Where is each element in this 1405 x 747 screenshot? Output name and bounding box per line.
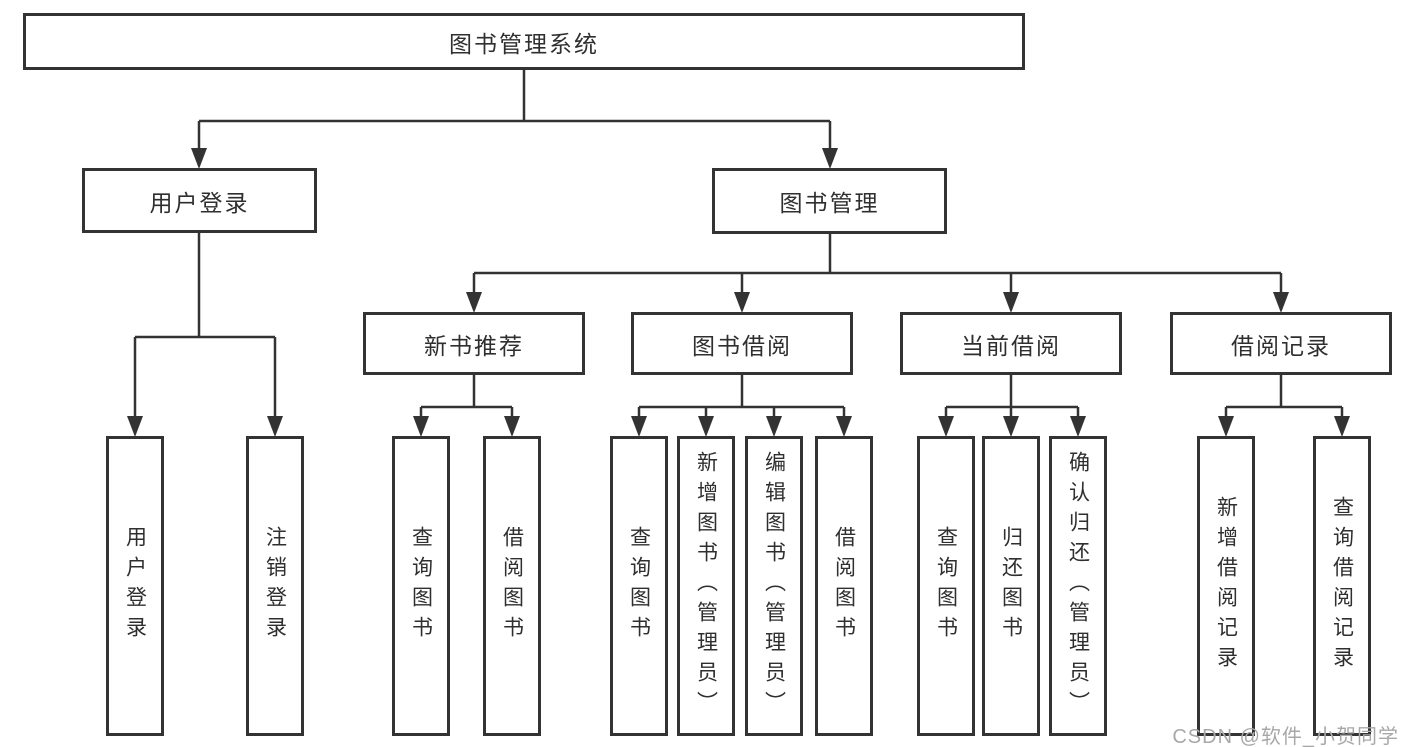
leaf-logout-label: 注销登录 bbox=[263, 526, 287, 646]
node-book-management-label: 图书管理 bbox=[779, 190, 880, 216]
leaf-current-confirm-return-admin-label: 确认归还（管理员） bbox=[1066, 451, 1090, 721]
leaf-borrow-add-book-admin: 新增图书（管理员） bbox=[677, 436, 735, 736]
leaf-record-add-borrow-record: 新增借阅记录 bbox=[1197, 436, 1255, 736]
leaf-current-confirm-return-admin: 确认归还（管理员） bbox=[1049, 436, 1107, 736]
leaf-borrow-edit-book-admin-label: 编辑图书（管理员） bbox=[762, 451, 786, 721]
leaf-newbook-borrow-book: 借阅图书 bbox=[483, 436, 541, 736]
connector-borrow-record-branch bbox=[1224, 375, 1344, 419]
leaf-record-query-borrow-record-label: 查询借阅记录 bbox=[1330, 496, 1354, 676]
leaf-record-query-borrow-record: 查询借阅记录 bbox=[1313, 436, 1371, 736]
node-user-login: 用户登录 bbox=[82, 168, 317, 233]
csdn-watermark: CSDN @软件_小贺同学 bbox=[1172, 726, 1399, 747]
leaf-current-query-book: 查询图书 bbox=[917, 436, 975, 736]
leaf-borrow-edit-book-admin: 编辑图书（管理员） bbox=[745, 436, 803, 736]
node-current-borrow-label: 当前借阅 bbox=[961, 332, 1061, 359]
leaf-user-login: 用户登录 bbox=[106, 436, 164, 736]
node-root: 图书管理系统 bbox=[23, 13, 1025, 70]
leaf-borrow-borrow-book: 借阅图书 bbox=[815, 436, 873, 736]
leaf-borrow-add-book-admin-label: 新增图书（管理员） bbox=[694, 451, 718, 721]
connector-book-mgmt-branch bbox=[472, 234, 1283, 295]
leaf-user-login-label: 用户登录 bbox=[123, 526, 147, 646]
node-book-borrow-label: 图书借阅 bbox=[692, 332, 792, 359]
leaf-newbook-borrow-book-label: 借阅图书 bbox=[500, 526, 524, 646]
leaf-logout: 注销登录 bbox=[246, 436, 304, 736]
node-borrow-record-label: 借阅记录 bbox=[1231, 332, 1331, 359]
connector-root-branch bbox=[197, 70, 832, 151]
connector-book-borrow-branch bbox=[637, 375, 846, 419]
node-borrow-record: 借阅记录 bbox=[1170, 312, 1392, 375]
leaf-current-return-book: 归还图书 bbox=[982, 436, 1040, 736]
connector-new-book-branch bbox=[419, 375, 514, 419]
connector-current-borrow-branch bbox=[944, 375, 1080, 419]
node-root-label: 图书管理系统 bbox=[449, 30, 599, 57]
leaf-borrow-query-book: 查询图书 bbox=[610, 436, 668, 736]
leaf-borrow-borrow-book-label: 借阅图书 bbox=[832, 526, 856, 646]
leaf-newbook-query-book-label: 查询图书 bbox=[409, 526, 433, 646]
node-current-borrow: 当前借阅 bbox=[900, 312, 1122, 375]
connector-user-login-branch bbox=[133, 233, 277, 419]
node-book-borrow: 图书借阅 bbox=[631, 312, 853, 375]
leaf-newbook-query-book: 查询图书 bbox=[392, 436, 450, 736]
leaf-current-return-book-label: 归还图书 bbox=[999, 526, 1023, 646]
node-book-management: 图书管理 bbox=[712, 168, 947, 234]
leaf-current-query-book-label: 查询图书 bbox=[934, 526, 958, 646]
leaf-borrow-query-book-label: 查询图书 bbox=[627, 526, 651, 646]
node-new-book-recommend: 新书推荐 bbox=[363, 312, 585, 375]
leaf-record-add-borrow-record-label: 新增借阅记录 bbox=[1214, 496, 1238, 676]
node-user-login-label: 用户登录 bbox=[149, 189, 250, 216]
node-new-book-recommend-label: 新书推荐 bbox=[424, 332, 524, 359]
